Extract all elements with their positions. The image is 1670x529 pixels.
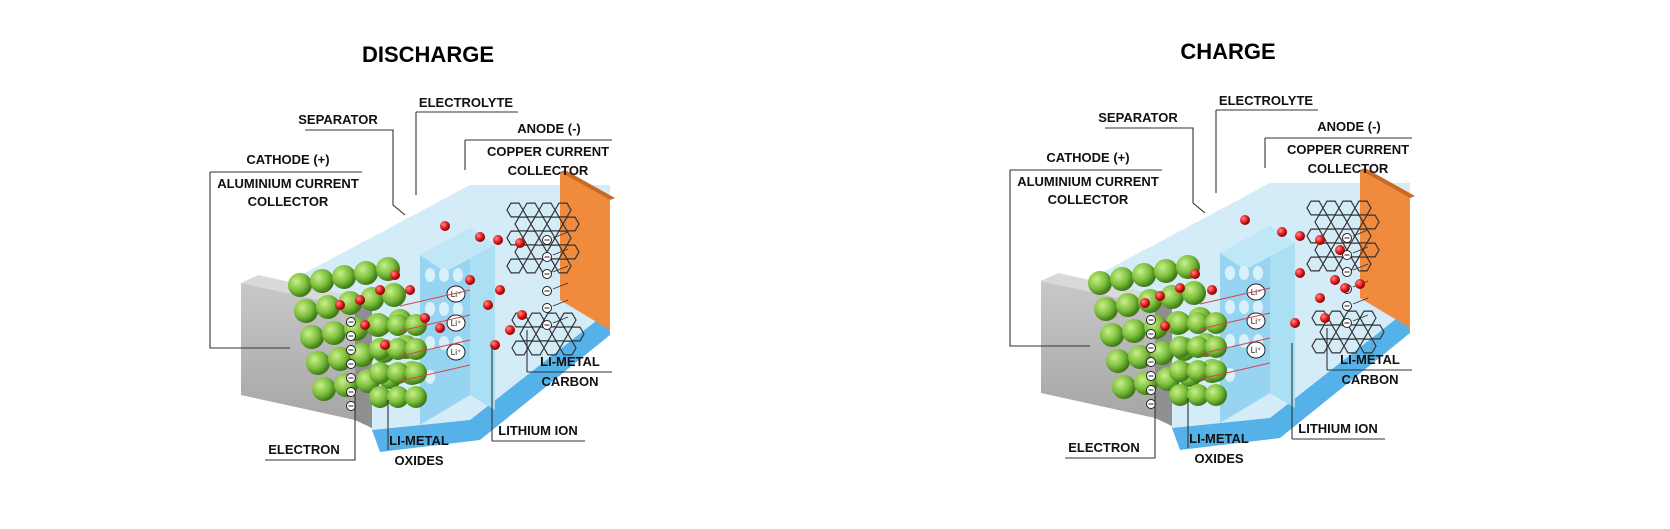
battery-cell: Li⁺ Li⁺ Li⁺ xyxy=(241,170,615,452)
label-li-metal-carbon-line2: CARBON xyxy=(1341,372,1398,387)
lithium-ions: Li⁺ Li⁺ Li⁺ xyxy=(335,221,527,361)
anode-collector xyxy=(1360,168,1415,328)
diagram-labels: SEPARATOR ELECTROLYTE ANODE (-) COPPER CURR… xyxy=(209,95,612,468)
svg-text:Li⁺: Li⁺ xyxy=(1251,288,1261,297)
ion-flow-arrows xyxy=(1199,287,1271,380)
label-cathode-collector-line2: COLLECTOR xyxy=(1048,192,1129,207)
label-cathode-collector-line1: ALUMINIUM CURRENT xyxy=(1017,174,1159,189)
label-anode-collector-line1: COPPER CURRENT xyxy=(1287,142,1409,157)
svg-text:Li⁺: Li⁺ xyxy=(451,319,461,328)
lithium-ion-badge: Li⁺ xyxy=(446,343,466,361)
label-cathode-collector-line1: ALUMINIUM CURRENT xyxy=(217,176,359,191)
anode-collector xyxy=(560,170,615,330)
label-anode-collector-line2: COLLECTOR xyxy=(1308,161,1389,176)
label-electrolyte: ELECTROLYTE xyxy=(1219,93,1313,108)
diagram-labels: SEPARATOR ELECTROLYTE ANODE (-) COPPER CURR… xyxy=(1009,93,1412,466)
label-li-metal-carbon-line1: LI-METAL xyxy=(540,354,600,369)
lithium-ion-badge: Li⁺ xyxy=(1246,341,1266,359)
separator-slab xyxy=(420,228,495,425)
separator-slab xyxy=(1220,226,1295,423)
panel-charge: CHARGE Li⁺ Li⁺ Li⁺ SEPARATOR ELECTROLYTE ANODE… xyxy=(1009,39,1415,466)
label-electrolyte: ELECTROLYTE xyxy=(419,95,513,110)
lithium-ion-badge: Li⁺ xyxy=(1246,312,1266,330)
label-anode-collector-line2: COLLECTOR xyxy=(508,163,589,178)
lithium-ion-badge: Li⁺ xyxy=(1246,283,1266,301)
label-electron: ELECTRON xyxy=(268,442,340,457)
label-electron: ELECTRON xyxy=(1068,440,1140,455)
label-li-metal-oxides-line1: LI-METAL xyxy=(389,433,449,448)
label-li-metal-oxides-line2: OXIDES xyxy=(394,453,443,468)
ion-flow-arrows xyxy=(399,289,471,382)
svg-text:Li⁺: Li⁺ xyxy=(1251,346,1261,355)
panel-title: CHARGE xyxy=(1180,39,1275,64)
label-lithium-ion: LITHIUM ION xyxy=(498,423,577,438)
label-cathode: CATHODE (+) xyxy=(1046,150,1129,165)
label-separator: SEPARATOR xyxy=(1098,110,1178,125)
panel-discharge: DISCHARGE Li⁺ Li⁺ Li⁺ SEPARATOR ELECTROLYTE AN… xyxy=(209,42,615,468)
label-anode: ANODE (-) xyxy=(517,121,581,136)
label-lithium-ion: LITHIUM ION xyxy=(1298,421,1377,436)
panel-title: DISCHARGE xyxy=(362,42,494,67)
label-cathode: CATHODE (+) xyxy=(246,152,329,167)
label-li-metal-oxides-line1: LI-METAL xyxy=(1189,431,1249,446)
battery-cell: Li⁺ Li⁺ Li⁺ xyxy=(1041,168,1415,450)
label-li-metal-carbon-line1: LI-METAL xyxy=(1340,352,1400,367)
label-li-metal-carbon-line2: CARBON xyxy=(541,374,598,389)
label-anode: ANODE (-) xyxy=(1317,119,1381,134)
svg-text:Li⁺: Li⁺ xyxy=(451,290,461,299)
carbon-lattice xyxy=(1306,200,1385,354)
svg-text:Li⁺: Li⁺ xyxy=(1251,317,1261,326)
electrolyte-base xyxy=(372,310,610,452)
label-cathode-collector-line2: COLLECTOR xyxy=(248,194,329,209)
electrolyte-base xyxy=(1172,308,1410,450)
electron-markers xyxy=(346,231,569,411)
label-li-metal-oxides-line2: OXIDES xyxy=(1194,451,1243,466)
label-separator: SEPARATOR xyxy=(298,112,378,127)
svg-text:Li⁺: Li⁺ xyxy=(451,348,461,357)
label-anode-collector-line1: COPPER CURRENT xyxy=(487,144,609,159)
lithium-ion-badge: Li⁺ xyxy=(446,314,466,332)
lithium-ion-badge: Li⁺ xyxy=(446,285,466,303)
